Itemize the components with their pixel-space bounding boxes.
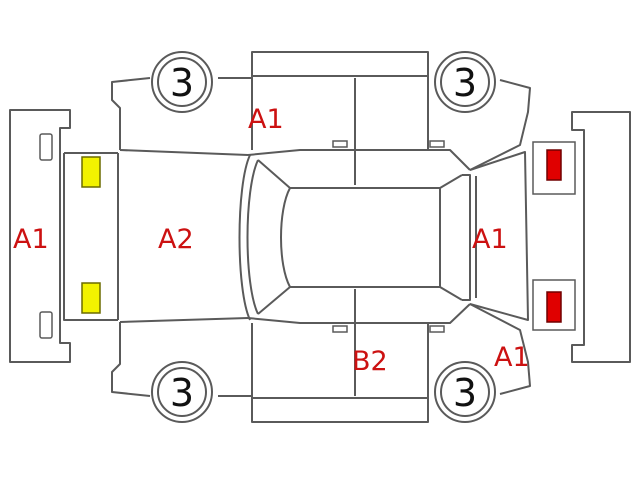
damage-label-front-bumper: A1 xyxy=(13,224,49,255)
car-body-outline xyxy=(63,69,531,405)
tire-rear-left: 3 xyxy=(434,361,496,423)
rear-bumper xyxy=(571,111,631,363)
tire-front-left: 3 xyxy=(151,361,213,423)
right-side-panels xyxy=(251,51,445,185)
rear-right-lamp xyxy=(546,149,562,181)
front-right-lamp xyxy=(81,156,101,188)
tire-front-left-value: 3 xyxy=(170,371,194,415)
tire-front-right: 3 xyxy=(151,51,213,113)
tire-rear-right-value: 3 xyxy=(453,61,477,105)
rear-lamps xyxy=(532,141,576,331)
tire-front-right-value: 3 xyxy=(170,61,194,105)
rear-left-lamp xyxy=(546,291,562,323)
front-left-lamp xyxy=(81,282,101,314)
tire-rear-right: 3 xyxy=(434,51,496,113)
tire-rear-left-value: 3 xyxy=(453,371,477,415)
front-bumper xyxy=(9,109,71,363)
damage-label-rear-quarter-left: A1 xyxy=(494,342,530,373)
cabin xyxy=(238,154,471,321)
damage-label-left-front-door: B2 xyxy=(352,346,388,377)
trunk xyxy=(469,151,529,321)
damage-label-hood: A2 xyxy=(158,224,194,255)
damage-label-trunk: A1 xyxy=(472,224,508,255)
damage-label-right-front-door: A1 xyxy=(248,104,284,135)
left-side-panels xyxy=(251,289,445,423)
